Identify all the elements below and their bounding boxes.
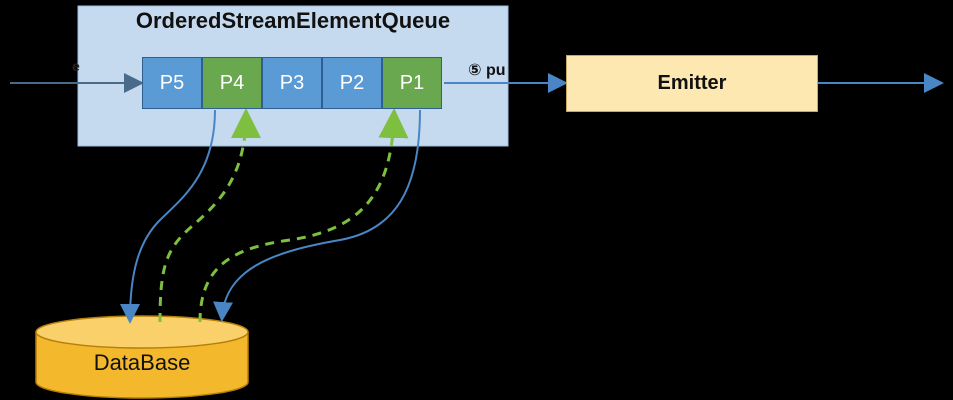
database-label: DataBase [93, 350, 191, 375]
queue-slots: P5 P4 P3 P2 P1 [142, 57, 442, 109]
queue-slot-p3: P3 [262, 57, 322, 109]
push-step-label: ⑤ pu [468, 62, 506, 79]
emitter-label: Emitter [657, 72, 727, 94]
queue-slot-p1: P1 [382, 57, 442, 109]
queue-slot-p2: P2 [322, 57, 382, 109]
queue-edge-label: e [72, 58, 80, 74]
emitter-box: Emitter [566, 55, 818, 112]
database-cylinder [35, 315, 249, 399]
queue-slot-p5: P5 [142, 57, 202, 109]
queue-title: OrderedStreamElementQueue [135, 8, 451, 33]
p1-request-arrow [213, 109, 421, 322]
p4-response-arrow [158, 108, 261, 323]
p4-request-arrow [120, 109, 216, 324]
queue-slot-p4: P4 [202, 57, 262, 109]
p1-response-arrow [198, 108, 409, 323]
